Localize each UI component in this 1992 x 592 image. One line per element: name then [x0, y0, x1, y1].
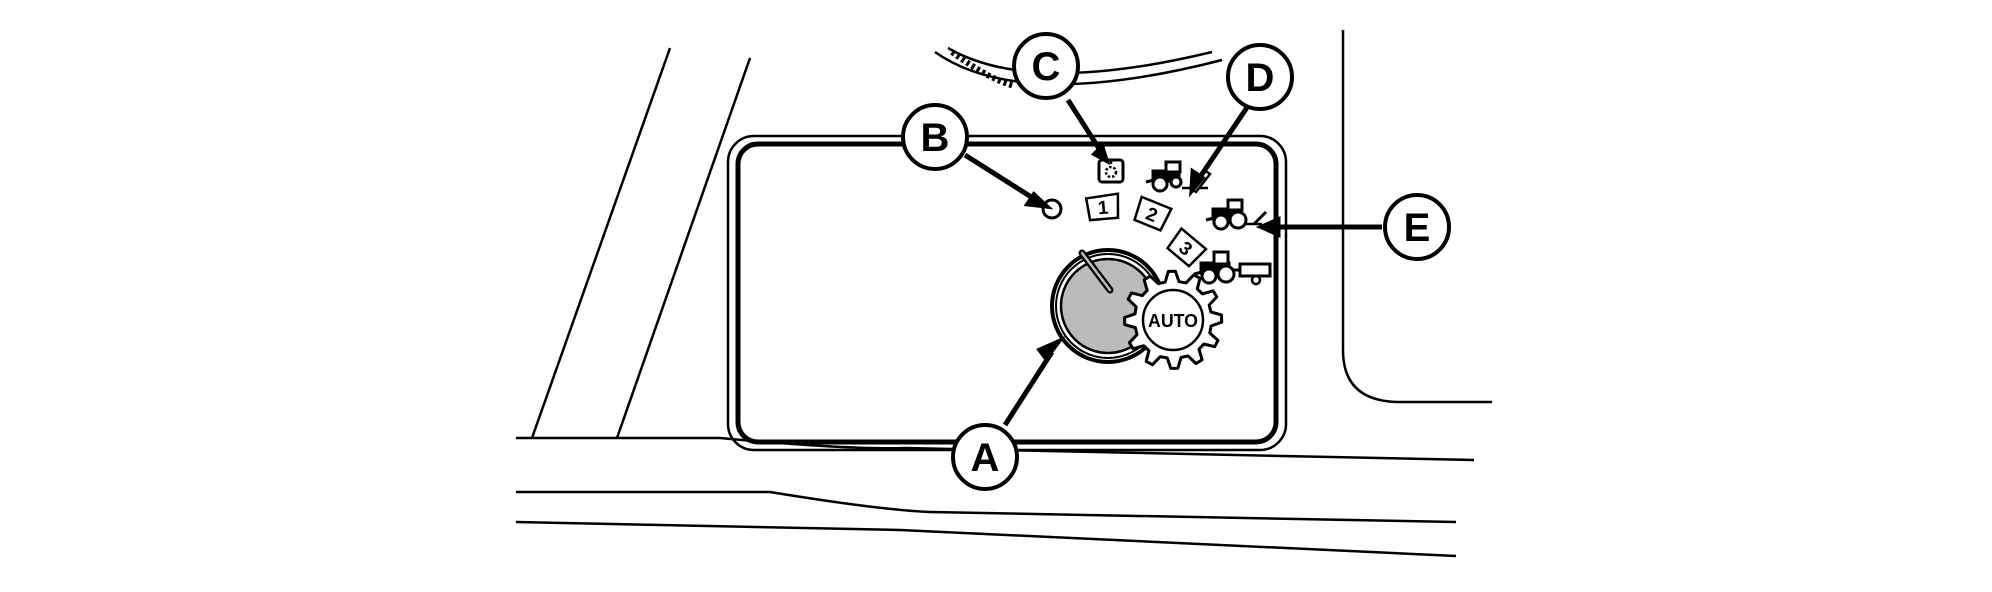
mode-position-1: 1 [1084, 192, 1120, 222]
callout-b: B [901, 103, 969, 171]
callout-d: D [1226, 43, 1294, 111]
callout-e: E [1383, 193, 1451, 261]
callout-d-label: D [1246, 56, 1275, 100]
auto-label: AUTO [1148, 311, 1198, 331]
tractor-field-work-icon [1205, 198, 1268, 231]
mode-position-3: 3 [1165, 226, 1208, 268]
tractor-transport-icon [1193, 250, 1272, 286]
callout-a: A [951, 423, 1019, 491]
callout-e-label: E [1404, 206, 1431, 250]
auto-gear-icon: AUTO [1123, 269, 1224, 370]
callout-a-label: A [971, 436, 1000, 480]
mode-position-2: 2 [1132, 195, 1174, 232]
callout-c: C [1012, 32, 1080, 100]
cab-frame-lines [515, 30, 1492, 558]
pto-engaged-icon [1097, 158, 1125, 184]
leader-lines [963, 98, 1382, 427]
mode-position-1-label: 1 [1097, 198, 1110, 220]
callout-b-label: B [921, 116, 950, 160]
callout-c-label: C [1032, 45, 1061, 89]
